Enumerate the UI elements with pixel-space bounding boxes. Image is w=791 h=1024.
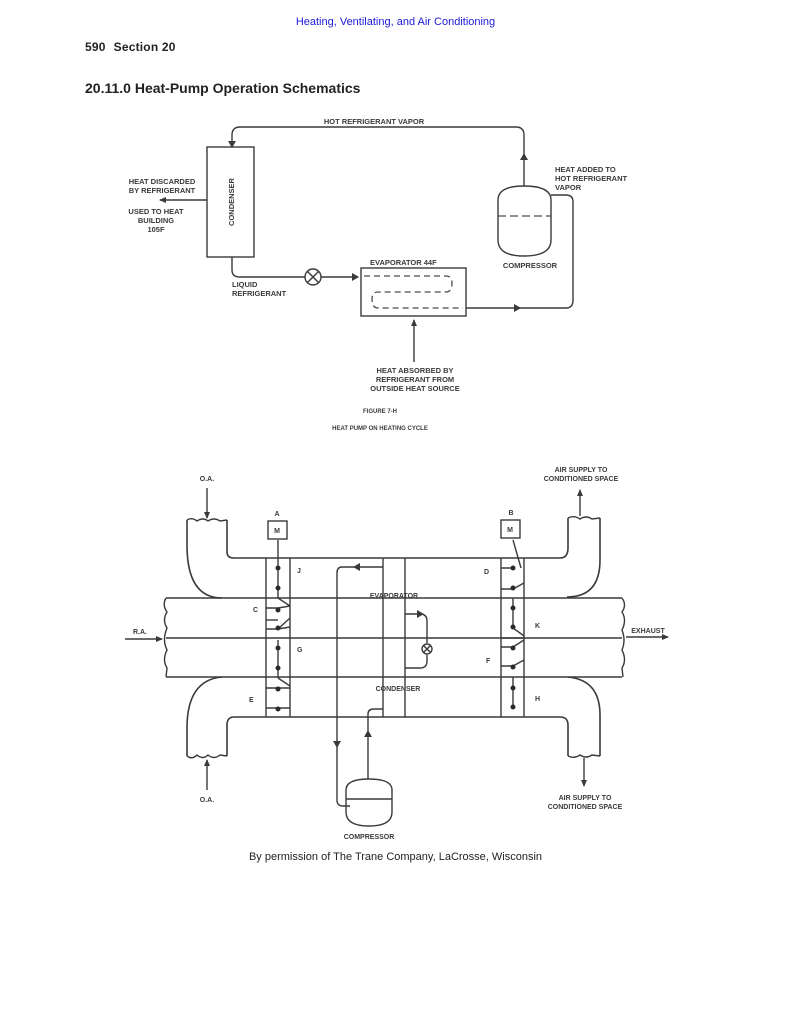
- used-to-heat-line2: BUILDING: [138, 216, 174, 225]
- hot-vapor-pipe: [231, 126, 525, 186]
- supply-top-break: [567, 516, 601, 520]
- used-to-heat-line3: 105F: [147, 225, 165, 234]
- damper-g-label: G: [297, 647, 303, 654]
- motor-a-glyph: M: [274, 528, 280, 535]
- figure-number: FIGURE 7-H: [363, 409, 397, 415]
- exhaust-label: EXHAUST: [631, 628, 665, 635]
- evaporator-coil: [364, 275, 463, 309]
- compressor-icon-2: [345, 778, 393, 827]
- left-damper-column: [265, 540, 291, 717]
- top-duct-wall: [226, 518, 569, 559]
- discharge-line: [367, 708, 383, 779]
- suction-line-2: [336, 566, 383, 807]
- figure-caption: By permission of The Trane Company, LaCr…: [248, 851, 543, 863]
- damper-c-label: C: [253, 607, 258, 614]
- condenser-label: CONDENSER: [227, 177, 236, 226]
- used-to-heat-line1: USED TO HEAT: [128, 207, 184, 216]
- arrow-into-evaporator: [352, 273, 359, 281]
- compressor-label: COMPRESSOR: [503, 261, 558, 270]
- supply-bottom-line1: AIR SUPPLY TO: [559, 795, 612, 802]
- supply-bottom-line2: CONDITIONED SPACE: [548, 804, 623, 811]
- oa-top-duct-outer: [186, 520, 223, 599]
- supply-top-line1: AIR SUPPLY TO: [555, 467, 608, 474]
- supply-top-line2: CONDITIONED SPACE: [544, 476, 619, 483]
- arrow-suction-2: [353, 563, 360, 571]
- section-title: 20.11.0 Heat-Pump Operation Schematics: [85, 80, 361, 96]
- damper-k-label: K: [535, 623, 540, 630]
- damper-f-label: F: [486, 658, 491, 665]
- evaporator-box: [360, 267, 467, 317]
- heat-absorbed-line1: HEAT ABSORBED BY: [376, 366, 453, 375]
- bottom-duct-wall: [226, 716, 569, 756]
- motor-a-icon: [267, 520, 288, 540]
- damper-j-label: J: [297, 568, 301, 575]
- evaporator-label: EVAPORATOR 44F: [370, 258, 437, 267]
- oa-top-label: O.A.: [200, 476, 214, 483]
- motor-b-icon: [500, 519, 521, 539]
- suction-line: [466, 194, 574, 309]
- damper-h-label: H: [535, 696, 540, 703]
- hot-vapor-label: HOT REFRIGERANT VAPOR: [324, 117, 425, 126]
- oa-bottom-label: O.A.: [200, 797, 214, 804]
- right-damper-column: [500, 539, 525, 717]
- arrow-into-condenser: [228, 141, 236, 148]
- heat-absorbed-line3: OUTSIDE HEAT SOURCE: [370, 384, 459, 393]
- heat-added-line2: HOT REFRIGERANT: [555, 174, 628, 183]
- motor-b-label: B: [508, 510, 513, 517]
- heat-discarded-line1: HEAT DISCARDED: [129, 177, 196, 186]
- ra-label: R.A.: [133, 629, 147, 636]
- compressor-icon: [497, 185, 552, 257]
- figure-title: HEAT PUMP ON HEATING CYCLE: [332, 426, 428, 432]
- expansion-valve-icon: [304, 268, 322, 286]
- oa-top-break: [186, 518, 228, 522]
- arrow-suction: [514, 304, 521, 312]
- liquid-line: [231, 257, 358, 278]
- evaporator-label: EVAPORATOR: [370, 593, 418, 600]
- page-number: 590: [85, 40, 106, 54]
- arrow-up-discharge: [364, 730, 372, 737]
- arrow-down-compressor: [333, 741, 341, 748]
- figure-air-handler-schematic: O.A. AIR SUPPLY TO CONDITIONED SPACE R.A…: [125, 467, 669, 841]
- heat-added-line1: HEAT ADDED TO: [555, 165, 616, 174]
- heat-discarded-line2: BY REFRIGERANT: [129, 186, 196, 195]
- supply-bottom-break: [567, 754, 601, 758]
- condenser-label: CONDENSER: [376, 686, 421, 693]
- coil-section: [382, 558, 406, 717]
- oa-bottom-break: [186, 754, 228, 759]
- exhaust-break: [621, 597, 626, 678]
- condenser-box: [206, 146, 255, 258]
- expansion-line: [405, 613, 428, 669]
- oa-bottom-duct-outer: [186, 676, 223, 756]
- heat-absorbed-line2: REFRIGERANT FROM: [376, 375, 454, 384]
- motor-b-glyph: M: [507, 527, 513, 534]
- compressor-caption-2: COMPRESSOR: [344, 834, 395, 841]
- damper-e-label: E: [249, 697, 254, 704]
- damper-d-label: D: [484, 569, 489, 576]
- page-header: 590 Section 20: [85, 40, 176, 54]
- liquid-refrigerant-line1: LIQUID: [232, 280, 258, 289]
- liquid-refrigerant-line2: REFRIGERANT: [232, 289, 287, 298]
- section-label: Section 20: [113, 40, 176, 54]
- heat-added-line3: VAPOR: [555, 183, 582, 192]
- supply-bottom-duct-outer: [567, 676, 601, 756]
- expansion-valve-icon-2: [421, 643, 433, 655]
- ra-break: [163, 597, 168, 678]
- motor-a-label: A: [274, 511, 279, 518]
- arrow-expansion: [417, 610, 424, 618]
- supply-top-duct-outer: [566, 518, 601, 598]
- figure-heat-pump-heating-cycle: HOT REFRIGERANT VAPOR CONDENSER HEAT DIS…: [128, 117, 627, 432]
- running-head: Heating, Ventilating, and Air Conditioni…: [295, 16, 496, 28]
- arrow-up-compressor: [520, 153, 528, 160]
